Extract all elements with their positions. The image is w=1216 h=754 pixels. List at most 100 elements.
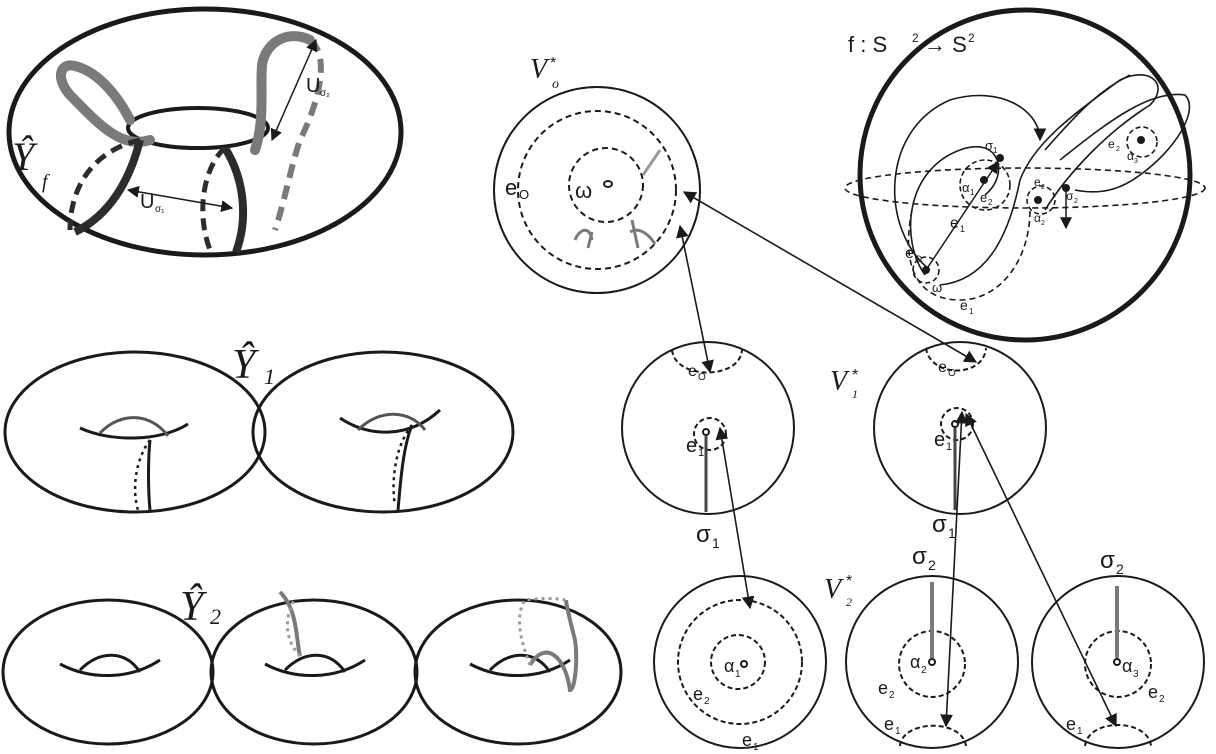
label-v0-e0-sub: O [519, 187, 529, 202]
label-v1l-e0-sub: O [698, 372, 706, 383]
label-map-sup2: 2 [968, 31, 975, 45]
label-v1-hat-sub: 1 [264, 364, 275, 389]
label-v1: V [830, 366, 850, 397]
label-v2-hat-sub: 2 [210, 604, 221, 629]
label-v2r-alpha3: α [1122, 656, 1132, 676]
label-u-sigma2: U [306, 75, 320, 97]
label-v-f-sub: f [42, 171, 50, 193]
label-v1l-e1: e [686, 435, 697, 457]
label-sph-e1b-sub: 1 [969, 307, 974, 316]
arrow-v1right-v2middle [940, 410, 968, 728]
label-v2-hat: Ŷ [180, 583, 208, 630]
disk-v0 [493, 86, 701, 294]
torus-v2-a [1, 598, 215, 746]
disk-v1-right [873, 341, 1047, 515]
label-v2l-alpha1: α [724, 656, 734, 676]
label-v1r-e0: e [938, 359, 947, 376]
label-v2m-e2: e [878, 678, 888, 698]
label-sph-e2b: e [1034, 175, 1041, 189]
label-sph-alpha2-sub: 2 [1041, 220, 1045, 227]
label-sph-sigma2-sub: 2 [1074, 198, 1078, 205]
label-v2r-e2: e [1148, 682, 1158, 702]
disk-v1-left [621, 341, 795, 515]
disk-v2-right [1031, 575, 1205, 749]
label-v2l-e1-sub: 1 [753, 742, 759, 753]
label-v0-sup: * [550, 55, 556, 72]
label-sph-e1-sub: 1 [960, 224, 965, 234]
label-v2r-e1: e [1066, 714, 1076, 734]
label-v2m-e2-sub: 2 [889, 690, 895, 701]
label-sph-alpha1-sub: 1 [970, 188, 975, 197]
torus-v2-c [413, 597, 623, 746]
label-v2-sub: 2 [846, 595, 852, 609]
label-sph-e2a: e [980, 190, 987, 205]
disk-v2-middle [845, 575, 1019, 749]
label-sph-alpha3-sub: 3 [1134, 158, 1138, 165]
torus-v1-left [3, 350, 267, 514]
label-v1l-sigma1: σ [696, 521, 711, 548]
label-v2l-e2: e [693, 684, 703, 704]
u-sigma1-arrow [126, 185, 234, 213]
label-v2m-e1-sub: 1 [895, 726, 901, 737]
label-v-f: Ŷ [12, 134, 38, 179]
label-sph-e0: e [905, 245, 914, 262]
label-sph-e2c: e [1108, 137, 1115, 151]
u-sigma2-arrow [270, 38, 318, 142]
label-v1-sup: * [852, 367, 858, 384]
label-v2r-alpha3-sub: 3 [1133, 669, 1139, 680]
label-map-sup1: 2 [912, 31, 919, 45]
label-v2: V [824, 574, 844, 605]
label-sph-e1b: e [960, 297, 968, 313]
label-v1r-e0-sub: O [948, 368, 956, 379]
label-u-sigma1: U [140, 191, 154, 213]
label-sph-sigma2: σ [1066, 189, 1074, 203]
label-map-arrow: → S [924, 32, 967, 57]
label-sph-alpha1: α [962, 180, 970, 195]
label-v1-sub: 1 [852, 387, 858, 401]
label-v0-sub: o [552, 77, 559, 92]
label-sph-sigma1-sub: 1 [993, 146, 998, 155]
label-v2r-sigma2: σ [1100, 547, 1115, 574]
label-v1-hat: Ŷ [232, 341, 260, 388]
label-v2r-e1-sub: 1 [1077, 726, 1083, 737]
label-sph-e0-sub: O [915, 254, 922, 264]
arrow-v1left-v2left [715, 426, 755, 610]
label-v1r-e1: e [934, 429, 945, 451]
label-sph-e2c-sub: 2 [1116, 146, 1120, 153]
arrow-v1right-v2right [965, 412, 1117, 728]
label-v0: V [530, 54, 550, 85]
label-v1l-e1-sub: 1 [698, 447, 704, 459]
label-v2m-alpha2-sub: 2 [921, 665, 927, 676]
label-u-sigma2-sub: σ₂ [320, 88, 330, 99]
torus-v2-b [209, 590, 419, 746]
label-u-sigma1-sub: σ₁ [155, 204, 165, 215]
label-v2r-sigma2-sub: 2 [1116, 561, 1124, 577]
label-sph-alpha3: α [1127, 149, 1134, 163]
label-sph-e1: e [950, 215, 959, 232]
label-v1r-sigma1: σ [932, 511, 947, 538]
torus-v-f [6, 6, 404, 258]
label-v2l-e2-sub: 2 [704, 696, 710, 707]
label-omega: ω [575, 178, 592, 203]
arrow-v0-v1right [682, 191, 978, 363]
label-sph-e2b-sub: 2 [1041, 184, 1045, 191]
label-sph-e2a-sub: 2 [988, 198, 993, 207]
label-sph-sigma1: σ [985, 138, 993, 153]
label-v2l-e1: e [742, 730, 752, 750]
label-map: f : S [848, 32, 887, 57]
torus-v1-right [251, 350, 515, 514]
label-v0-e0: e [505, 175, 517, 200]
label-sph-omega: ω [932, 280, 942, 295]
label-v1r-e1-sub: 1 [946, 441, 952, 453]
label-v2r-e2-sub: 2 [1159, 694, 1165, 705]
label-sph-alpha2: α [1034, 211, 1041, 225]
label-v2m-alpha2: α [910, 652, 920, 672]
label-v2m-sigma2-sub: 2 [928, 557, 936, 573]
connector-arrows [676, 191, 1117, 728]
label-v1l-e0: e [688, 363, 697, 380]
label-v2m-e1: e [884, 714, 894, 734]
sphere-map [844, 7, 1206, 343]
disk-v2-left [653, 575, 827, 749]
label-v1l-sigma1-sub: 1 [712, 535, 720, 551]
